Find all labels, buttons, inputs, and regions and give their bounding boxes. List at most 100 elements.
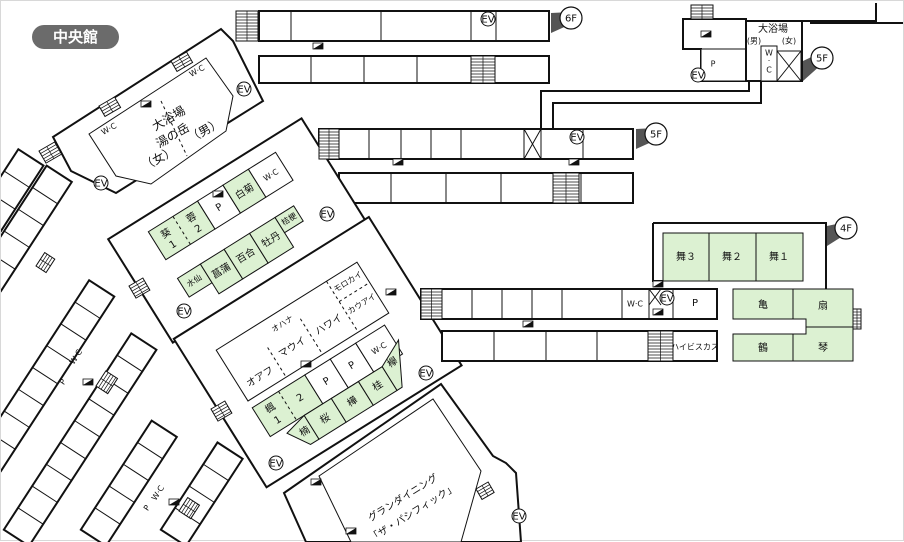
wing-wc-label: W·C bbox=[150, 483, 167, 502]
room-hibiscus-label: ハイビスカス bbox=[671, 343, 719, 352]
room-kame-label: 亀 bbox=[758, 298, 768, 311]
guest-room-divider bbox=[3, 230, 30, 248]
guest-wing-wall bbox=[1, 147, 45, 233]
room-tsuru[interactable] bbox=[732, 333, 794, 362]
elevator-icon: EV bbox=[569, 129, 585, 145]
corridor-line bbox=[810, 21, 903, 24]
elevator-icon: EV bbox=[418, 365, 434, 381]
elevator-label: EV bbox=[237, 85, 250, 96]
entrance-marker-icon bbox=[385, 288, 397, 296]
guest-room-divider bbox=[46, 463, 72, 482]
elevator-icon: EV bbox=[176, 303, 192, 319]
guest-room-divider bbox=[32, 187, 58, 205]
guest-room-divider bbox=[88, 398, 115, 416]
background-layer bbox=[1, 147, 245, 542]
building-label: 中央館 bbox=[32, 25, 119, 49]
wing-4f: 舞３ 舞２ 舞１ W·C P ハイビスカス 亀 扇 鶴 琴 bbox=[420, 222, 854, 362]
elevator-label: EV bbox=[94, 179, 107, 190]
guest-room-divider bbox=[3, 170, 30, 188]
stairs-icon bbox=[475, 481, 495, 501]
floor-label: 5F bbox=[650, 130, 662, 141]
entrance-marker-icon bbox=[522, 320, 534, 328]
grand-dining: グランダイニング 「ザ・パシフィック」 bbox=[282, 382, 523, 542]
entrance-marker-icon bbox=[568, 158, 580, 166]
elevator-icon: EV bbox=[319, 206, 335, 222]
room-mai1-label: 舞１ bbox=[769, 251, 789, 263]
guest-room-divider bbox=[60, 442, 86, 460]
room-mai3[interactable] bbox=[662, 232, 710, 282]
stairs-icon bbox=[318, 128, 340, 160]
guest-room-divider bbox=[18, 208, 44, 227]
entrance-marker-icon bbox=[168, 498, 180, 506]
room-fuyo-number: 2 bbox=[193, 223, 204, 236]
entrance-marker-icon bbox=[212, 190, 224, 198]
stairs-icon bbox=[470, 55, 496, 84]
guest-room-divider bbox=[116, 354, 143, 372]
elevator-label: EV bbox=[570, 133, 583, 144]
guest-room-strip bbox=[159, 441, 245, 542]
guest-room-divider bbox=[1, 432, 16, 450]
guest-room-strip bbox=[2, 332, 158, 542]
stairs-icon bbox=[178, 496, 201, 520]
4f-p-label: P bbox=[692, 298, 698, 309]
guest-room-strip bbox=[1, 147, 45, 233]
guest-room-divider bbox=[123, 463, 149, 482]
entrance-marker-icon bbox=[652, 280, 664, 288]
room-aoi-number: 1 bbox=[168, 239, 179, 252]
elevator-icon: EV bbox=[268, 455, 284, 471]
floor-label: 6F bbox=[565, 14, 577, 25]
room-mai2[interactable] bbox=[708, 232, 757, 282]
guest-room-divider bbox=[32, 367, 58, 385]
stairs-icon bbox=[852, 308, 862, 330]
elevator-icon: EV bbox=[236, 81, 252, 97]
room-mai3-label: 舞３ bbox=[676, 251, 696, 263]
elevator-icon: EV bbox=[690, 67, 706, 83]
guest-room-strip bbox=[1, 164, 74, 293]
floor-label: 4F bbox=[840, 224, 852, 235]
hall-hawaii[interactable] bbox=[215, 261, 390, 402]
stairs-icon bbox=[35, 251, 56, 274]
guest-room-divider bbox=[60, 323, 87, 341]
guest-room-strip bbox=[1, 278, 116, 473]
guest-room-divider bbox=[74, 420, 101, 438]
lower-p2-label: P bbox=[347, 360, 358, 373]
guest-room-divider bbox=[3, 410, 30, 428]
guest-room-strip bbox=[79, 419, 179, 542]
bath-5f: P 大浴場 (男) (女) W · C bbox=[682, 18, 803, 82]
guest-room-divider bbox=[46, 345, 73, 363]
elevator-label: EV bbox=[320, 210, 333, 221]
elevator-label: EV bbox=[269, 459, 282, 470]
room-koto-label: 琴 bbox=[818, 342, 828, 354]
guest-wing-wall bbox=[159, 441, 245, 542]
bath-wing: 大浴場 湯の岳 （女） （男） W·C W·C bbox=[51, 27, 265, 195]
room-ogi-label: 扇 bbox=[818, 299, 828, 312]
floor-label: 5F bbox=[816, 54, 828, 65]
wing-5f bbox=[318, 128, 634, 204]
entrance-marker-icon bbox=[300, 360, 312, 368]
wing-p-label: P bbox=[58, 377, 68, 386]
stairs-icon bbox=[38, 141, 63, 164]
room-kikyo[interactable] bbox=[274, 205, 304, 234]
guest-room-divider bbox=[203, 463, 229, 482]
elevator-label: EV bbox=[660, 294, 673, 305]
floor-marker-f6: 6F bbox=[551, 6, 583, 33]
room-keyaki[interactable] bbox=[375, 338, 421, 392]
wing-p-label: P bbox=[142, 503, 152, 512]
wing-6f bbox=[258, 10, 550, 84]
room-kaede-2: 2 bbox=[295, 392, 306, 405]
stairs-icon bbox=[210, 400, 233, 422]
elevator-label: EV bbox=[177, 307, 190, 318]
elevator-icon: EV bbox=[511, 508, 527, 524]
room-kame[interactable] bbox=[732, 288, 794, 320]
guest-room-divider bbox=[17, 507, 44, 525]
stairs-icon bbox=[98, 96, 122, 118]
room-mai1[interactable] bbox=[755, 232, 804, 282]
entrance-marker-icon bbox=[700, 30, 712, 38]
elevator-label: EV bbox=[512, 512, 525, 523]
upper-p-label: P bbox=[214, 202, 225, 215]
guest-room-divider bbox=[94, 507, 121, 525]
room-mai2-label: 舞２ bbox=[722, 251, 742, 263]
4f-wc-label: W·C bbox=[627, 300, 643, 309]
